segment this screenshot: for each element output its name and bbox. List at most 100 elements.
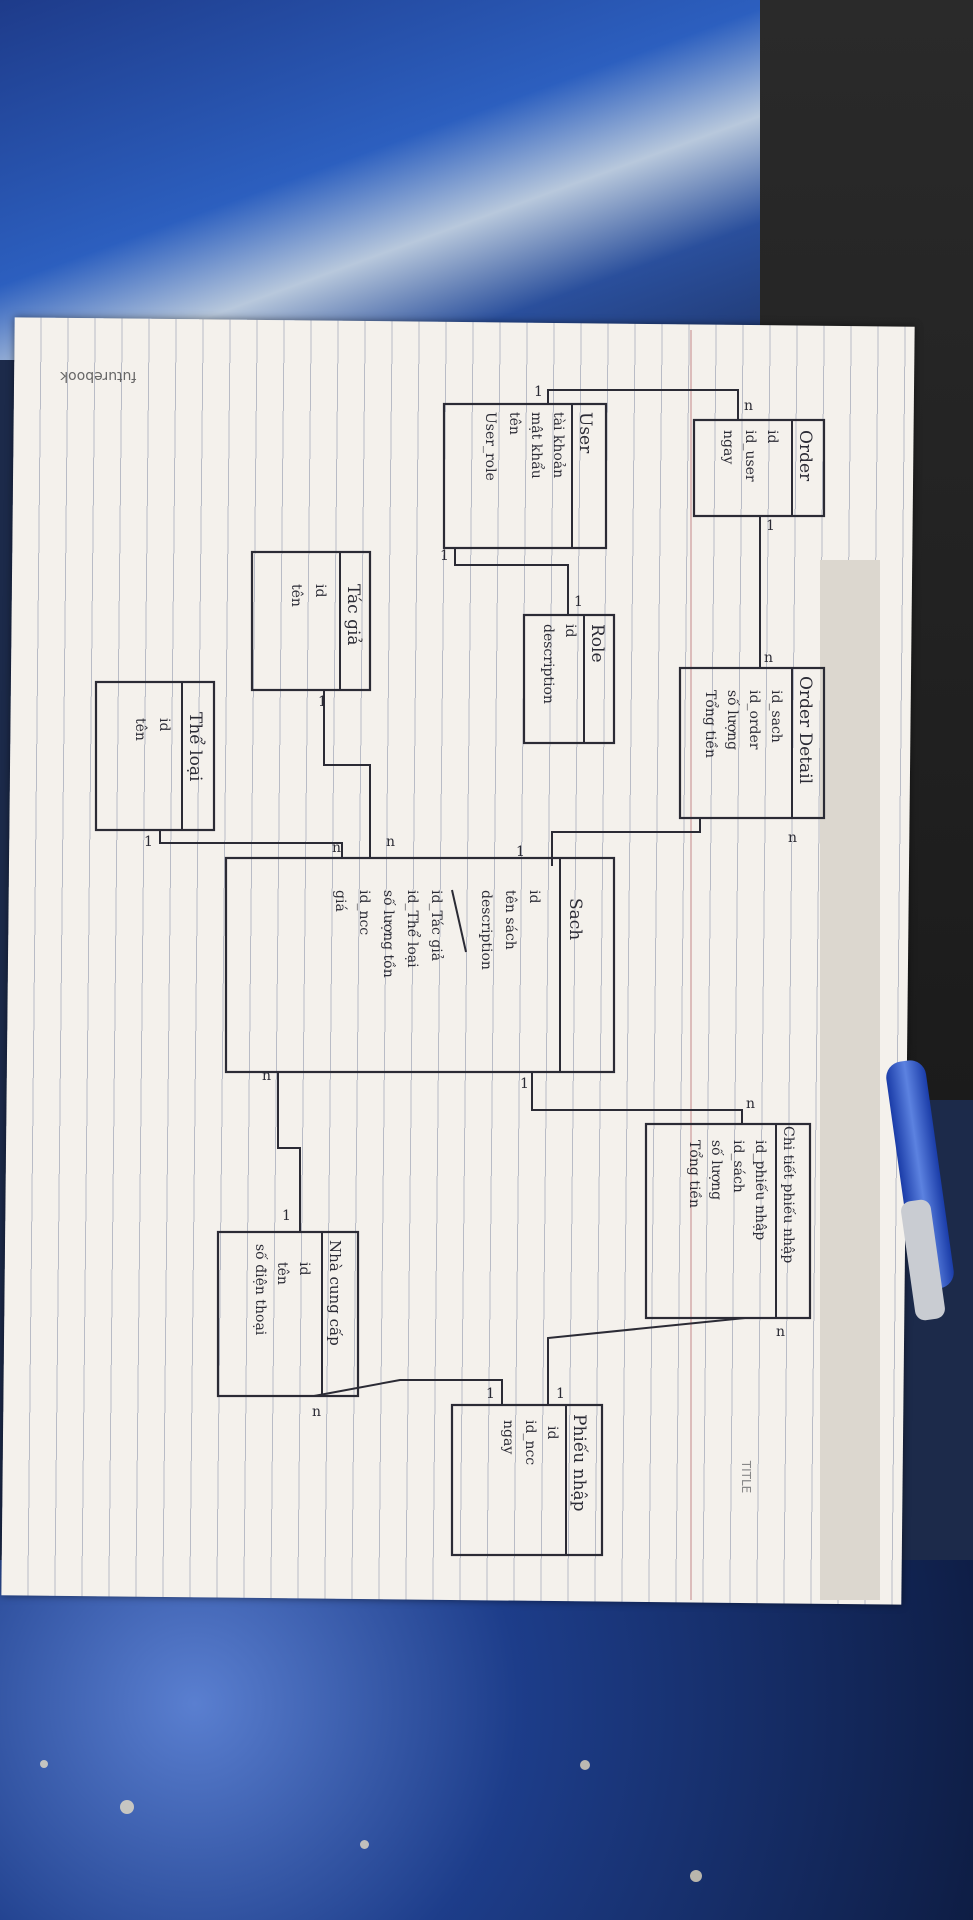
light-sparkle bbox=[360, 1840, 369, 1849]
cardinality-label: 1 bbox=[556, 1386, 565, 1402]
light-sparkle bbox=[40, 1760, 48, 1768]
entity-order bbox=[692, 418, 826, 518]
entity-tacgia-field: tên bbox=[288, 584, 304, 607]
orderdetail-text: Order Detail id_sach id_order số lượng T… bbox=[702, 676, 815, 784]
entity-ctphieunhap-field: id_phiếu nhập bbox=[752, 1140, 769, 1240]
entity-sach-field: description bbox=[478, 890, 494, 970]
line-sach-ncc bbox=[277, 1072, 301, 1232]
entity-user-field: mật khẩu bbox=[528, 412, 546, 479]
cardinality-label: 1 bbox=[766, 518, 775, 534]
ncc-text: Nhà cung cấp id tên số điện thoại bbox=[252, 1240, 344, 1346]
desk-background-bottom bbox=[0, 1560, 973, 1920]
entity-sach-field: giá bbox=[332, 890, 348, 912]
line-sach-ctphieunhap bbox=[531, 1072, 743, 1124]
entity-orderdetail bbox=[678, 666, 826, 820]
entity-sach-field: id_Tác giả bbox=[428, 890, 445, 961]
entity-ncc-box bbox=[216, 1230, 360, 1398]
entity-role-box bbox=[522, 613, 616, 745]
line-orderdetail-sach bbox=[551, 818, 701, 866]
entity-orderdetail-field: Tổng tiền bbox=[702, 690, 720, 758]
entity-user-field: tài khoản bbox=[550, 412, 567, 478]
sach-text: Sach id tên sách description id_Tác giả … bbox=[332, 889, 585, 978]
entity-role-field: description bbox=[540, 624, 556, 704]
entity-user bbox=[442, 402, 608, 550]
theloai-text: Thể loại id tên bbox=[132, 712, 205, 782]
entity-tacgia-title: Tác giả bbox=[343, 584, 363, 646]
cardinality-label: 1 bbox=[282, 1208, 291, 1224]
entity-phieunhap-field: id bbox=[544, 1426, 560, 1439]
entity-phieunhap-field: ngay bbox=[500, 1420, 516, 1454]
order-text: Order id id_user ngay bbox=[720, 430, 815, 482]
phieunhap-text: Phiếu nhập id id_ncc ngay bbox=[500, 1414, 589, 1512]
crossed-out-scribble bbox=[451, 889, 467, 953]
cardinality-label: 1 bbox=[534, 384, 543, 400]
entity-tacgia-box bbox=[250, 550, 372, 692]
light-sparkle bbox=[690, 1870, 702, 1882]
entity-sach-title: Sach bbox=[565, 898, 585, 940]
entity-theloai bbox=[94, 680, 216, 832]
entity-orderdetail-field: số lượng bbox=[724, 690, 741, 750]
cardinality-label: 1 bbox=[516, 844, 525, 860]
entity-orderdetail-field: id_order bbox=[746, 690, 762, 750]
entity-ncc-field: id bbox=[296, 1262, 312, 1275]
cardinality-label: 1 bbox=[318, 694, 327, 710]
cardinality-markers: n 1 1 1 n 1 n 1 n n 1 1 n n 1 n 1 n 1 1 bbox=[144, 384, 797, 1420]
entity-ctphieunhap-field: số lượng bbox=[708, 1140, 725, 1200]
entity-tacgia-field: id bbox=[312, 584, 328, 597]
entity-ctphieunhap-field: Tổng tiền bbox=[686, 1140, 704, 1208]
ctphieunhap-text: Chi tiết phiếu nhập id_phiếu nhập id_sác… bbox=[686, 1126, 797, 1263]
entity-sach bbox=[224, 856, 616, 1074]
line-user-role bbox=[454, 548, 569, 615]
user-text: User tài khoản mật khẩu tên User_role bbox=[482, 412, 595, 481]
entity-phieunhap-box bbox=[450, 1403, 604, 1557]
entity-role bbox=[522, 613, 616, 745]
light-sparkle bbox=[120, 1800, 134, 1814]
entity-theloai-box bbox=[94, 680, 216, 832]
entity-order-field: id bbox=[764, 430, 780, 443]
entity-ncc-field: tên bbox=[274, 1262, 290, 1285]
cardinality-label: n bbox=[776, 1324, 785, 1340]
cardinality-label: n bbox=[788, 830, 797, 846]
entity-ncc bbox=[216, 1230, 360, 1398]
margin-line bbox=[690, 330, 692, 1600]
cardinality-label: 1 bbox=[440, 548, 449, 564]
cardinality-label: n bbox=[262, 1068, 271, 1084]
entity-sach-field: tên sách bbox=[502, 890, 518, 950]
cardinality-label: n bbox=[764, 650, 773, 666]
light-sparkle bbox=[580, 1760, 590, 1770]
relationship-lines bbox=[159, 389, 761, 1405]
entity-user-field: User_role bbox=[482, 412, 498, 481]
cardinality-label: 1 bbox=[574, 594, 583, 610]
entity-tacgia bbox=[250, 550, 372, 692]
entity-user-box bbox=[442, 402, 608, 550]
cardinality-label: n bbox=[312, 1404, 321, 1420]
cardinality-label: n bbox=[744, 398, 753, 414]
entity-orderdetail-box bbox=[678, 666, 826, 820]
entity-sach-field: id_Thể loại bbox=[404, 890, 422, 968]
entity-phieunhap-field: id_ncc bbox=[522, 1420, 538, 1465]
entity-theloai-field: id bbox=[156, 718, 172, 731]
entity-ctphieunhap-box bbox=[644, 1122, 812, 1320]
entity-user-field: tên bbox=[506, 412, 522, 435]
role-text: Role id description bbox=[540, 624, 607, 704]
entity-sach-box bbox=[224, 856, 616, 1074]
entity-order-box bbox=[692, 418, 826, 518]
line-ncc-phieunhap bbox=[313, 1379, 503, 1405]
line-order-user bbox=[547, 389, 739, 420]
cardinality-label: n bbox=[746, 1096, 755, 1112]
entity-ctphieunhap-title: Chi tiết phiếu nhập bbox=[780, 1126, 797, 1263]
entity-theloai-field: tên bbox=[132, 718, 148, 741]
cardinality-label: n bbox=[386, 834, 395, 850]
line-theloai-sach bbox=[159, 830, 343, 858]
entity-order-field: id_user bbox=[742, 430, 758, 482]
tacgia-text: Tác giả id tên bbox=[288, 584, 363, 646]
entity-sach-field: id_ncc bbox=[356, 890, 372, 935]
entity-orderdetail-field: id_sach bbox=[768, 690, 784, 743]
entity-order-title: Order bbox=[795, 430, 815, 482]
entity-phieunhap bbox=[450, 1403, 604, 1557]
cardinality-label: 1 bbox=[520, 1076, 529, 1092]
entity-role-title: Role bbox=[587, 624, 607, 663]
entity-ctphieunhap-field: id_sách bbox=[730, 1140, 746, 1193]
entity-user-title: User bbox=[575, 412, 595, 454]
